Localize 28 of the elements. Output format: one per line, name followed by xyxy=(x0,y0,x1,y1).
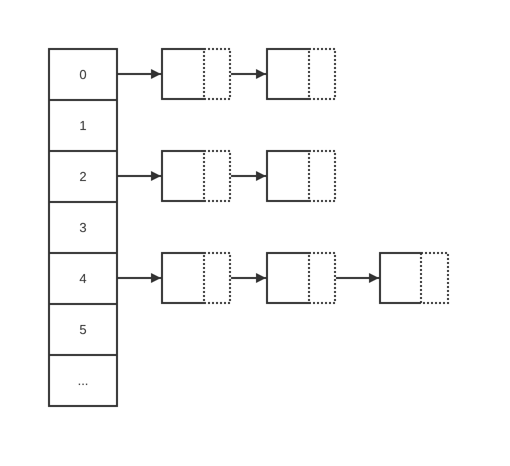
bucket-index: ... xyxy=(78,373,88,388)
linked-list-node xyxy=(266,150,336,202)
bucket-index: 2 xyxy=(79,169,87,184)
bucket-index: 3 xyxy=(79,220,87,235)
linked-list-node xyxy=(161,48,231,100)
linked-list-node xyxy=(161,150,231,202)
arrow xyxy=(118,273,161,283)
bucket-index: 1 xyxy=(79,118,87,133)
arrow xyxy=(231,69,266,79)
arrow xyxy=(336,273,379,283)
arrow xyxy=(231,273,266,283)
bucket-cell xyxy=(48,150,118,203)
arrow xyxy=(118,171,161,181)
linked-list-node xyxy=(161,252,231,304)
linked-list-node xyxy=(266,48,336,100)
bucket-cell xyxy=(48,201,118,254)
linked-list-node xyxy=(266,252,336,304)
arrow xyxy=(118,69,161,79)
bucket-cell xyxy=(48,252,118,305)
bucket-index: 5 xyxy=(79,322,87,337)
linked-list-node xyxy=(379,252,449,304)
arrow xyxy=(231,171,266,181)
bucket-cell xyxy=(48,354,118,407)
bucket-index: 0 xyxy=(79,67,87,82)
bucket-cell xyxy=(48,303,118,356)
bucket-index: 4 xyxy=(79,271,87,286)
bucket-cell xyxy=(48,99,118,152)
bucket-cell xyxy=(48,48,118,101)
